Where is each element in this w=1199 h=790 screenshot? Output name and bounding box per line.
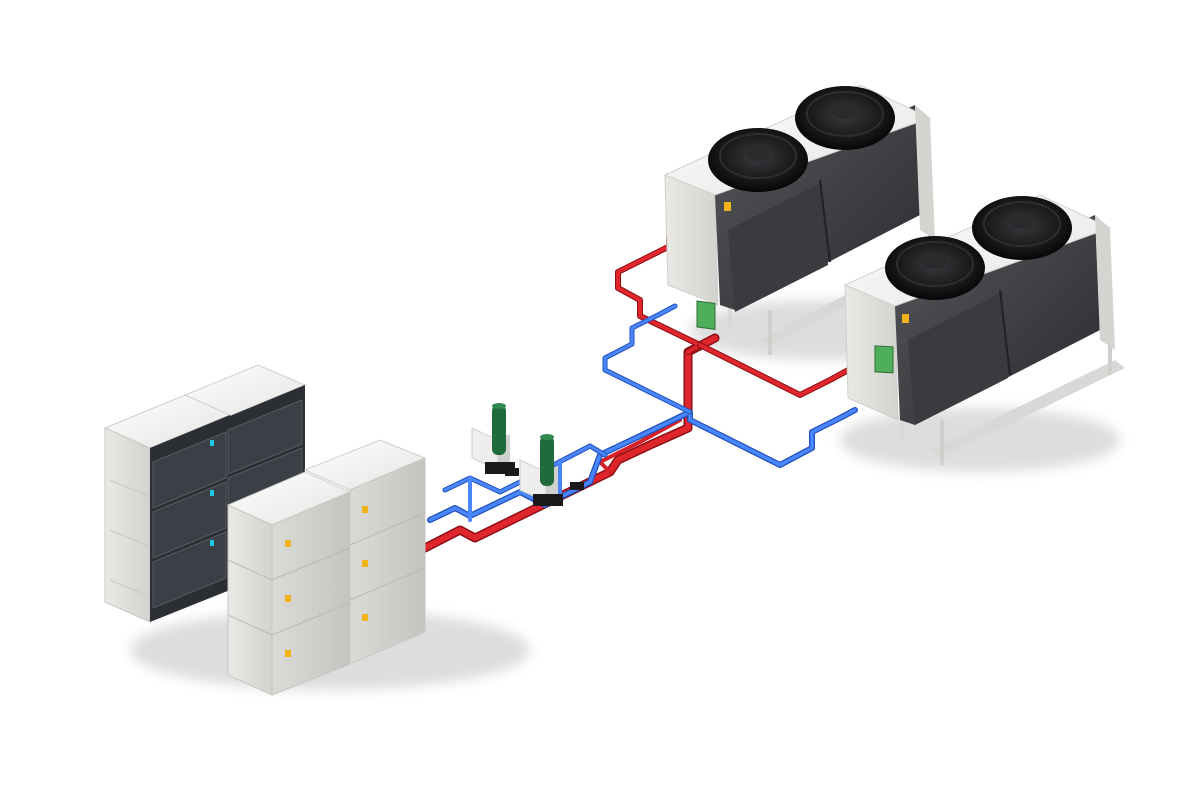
control-panel-icon (696, 300, 716, 331)
control-panel-icon (874, 345, 894, 374)
supply-pipe-main-highlight (422, 335, 718, 551)
pump-icon (471, 403, 515, 474)
pump-skid (471, 403, 584, 506)
fan-icon (885, 236, 985, 300)
warning-label-icon (902, 314, 909, 323)
dry-cooler-2 (843, 194, 1125, 465)
fan-icon (972, 196, 1072, 260)
supply-pipe-upper-hl (616, 245, 702, 354)
warning-label-icon (362, 506, 368, 621)
pump-icon (519, 434, 563, 506)
return-pipe-upper-hl (603, 304, 692, 414)
return-pipe-main-hl (428, 408, 857, 522)
warning-label-icon (285, 540, 291, 657)
fan-icon (795, 86, 895, 150)
immersion-cooling-tank-group (226, 439, 427, 696)
fan-icon (708, 128, 808, 192)
warning-label-icon (724, 202, 731, 211)
supply-pipe-lower-loop (598, 418, 682, 474)
